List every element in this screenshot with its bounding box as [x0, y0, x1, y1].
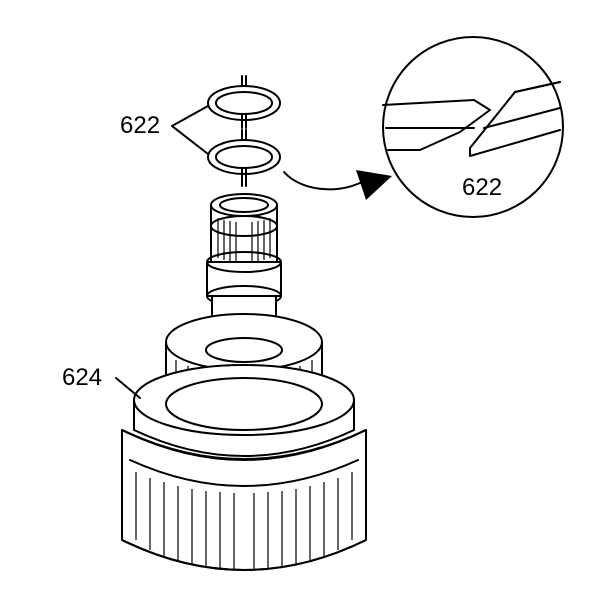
callout-622-detail: 622: [462, 174, 503, 201]
detail-magnified-view: [382, 36, 564, 218]
callout-622-rings: 622: [120, 112, 161, 139]
detail-arrow: [283, 170, 392, 200]
shaft-splined-end: [210, 193, 278, 263]
leader-lines-622: [171, 105, 209, 155]
seal-ring-lower: [207, 129, 281, 187]
callout-624-housing: 624: [62, 364, 103, 391]
seal-ring-upper: [207, 75, 281, 129]
input-housing: [121, 364, 367, 571]
leader-line-624: [115, 377, 141, 399]
